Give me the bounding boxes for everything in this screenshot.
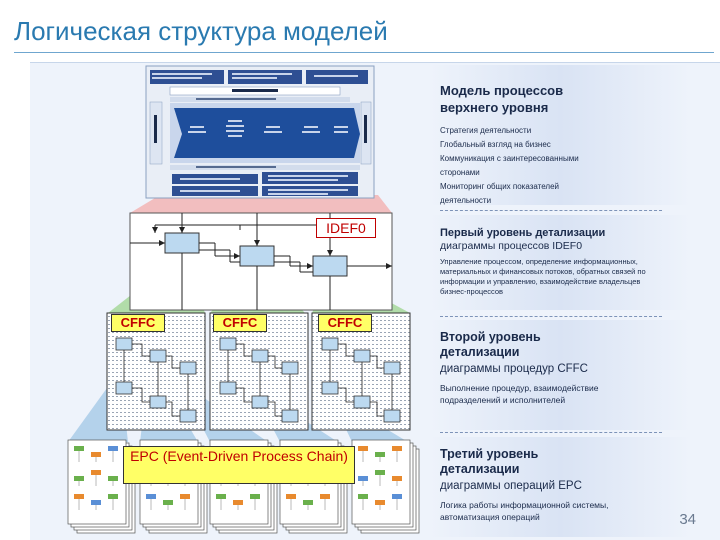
cffc-tag-2: CFFC	[213, 314, 267, 332]
level-3-heading: Третий уровень детализации	[440, 447, 539, 476]
epc-tag: EPC (Event-Driven Process Chain)	[123, 446, 355, 484]
level-top-line: сторонами	[440, 168, 480, 177]
cffc-tag-3: CFFC	[318, 314, 372, 332]
title-divider	[14, 52, 714, 53]
level-top-line: Глобальный взгляд на бизнес	[440, 140, 551, 149]
level-divider-2	[440, 316, 662, 317]
level-divider-1	[440, 210, 662, 211]
epc-diagram-stack	[351, 439, 420, 534]
cffc-diagrams	[106, 312, 411, 431]
level-2-subtitle: диаграммы процедур CFFC	[440, 363, 588, 375]
level-2-heading: Второй уровень детализации	[440, 330, 541, 359]
level-3-subtitle: диаграммы операций EPC	[440, 480, 582, 492]
level-1-description: Первый уровень детализации диаграммы про…	[440, 227, 655, 297]
level-2-description: Второй уровень детализации диаграммы про…	[440, 330, 655, 406]
page-number: 34	[679, 511, 696, 528]
level-2-body: Выполнение процедур, взаимодействие подр…	[440, 383, 599, 405]
band-level-3	[430, 437, 690, 537]
level-3-description: Третий уровень детализации диаграммы опе…	[440, 447, 655, 523]
level-3-body: Логика работы информационной системы, ав…	[440, 500, 609, 522]
level-top-line: Коммуникация с заинтересованными	[440, 154, 579, 163]
band-top-level	[430, 65, 690, 205]
level-1-subtitle: диаграммы процессов IDEF0	[440, 240, 583, 252]
level-1-heading: Первый уровень детализации	[440, 227, 606, 239]
top-level-model	[145, 65, 375, 199]
page-title: Логическая структура моделей	[14, 16, 388, 46]
level-top-line: Стратегия деятельности	[440, 126, 532, 135]
level-top-heading: Модель процессов верхнего уровня	[440, 83, 564, 115]
level-divider-3	[440, 432, 662, 433]
band-level-1	[430, 215, 690, 310]
band-level-2	[430, 320, 690, 430]
link-top-to-idef0	[130, 195, 392, 213]
idef0-tag: IDEF0	[316, 218, 376, 238]
level-1-body: Управление процессом, определение информ…	[440, 257, 646, 296]
cffc-tag-1: CFFC	[111, 314, 165, 332]
level-top-description: Модель процессов верхнего уровня Стратег…	[440, 82, 690, 208]
level-top-line: деятельности	[440, 196, 492, 205]
level-top-line: Мониторинг общих показателей	[440, 182, 559, 191]
